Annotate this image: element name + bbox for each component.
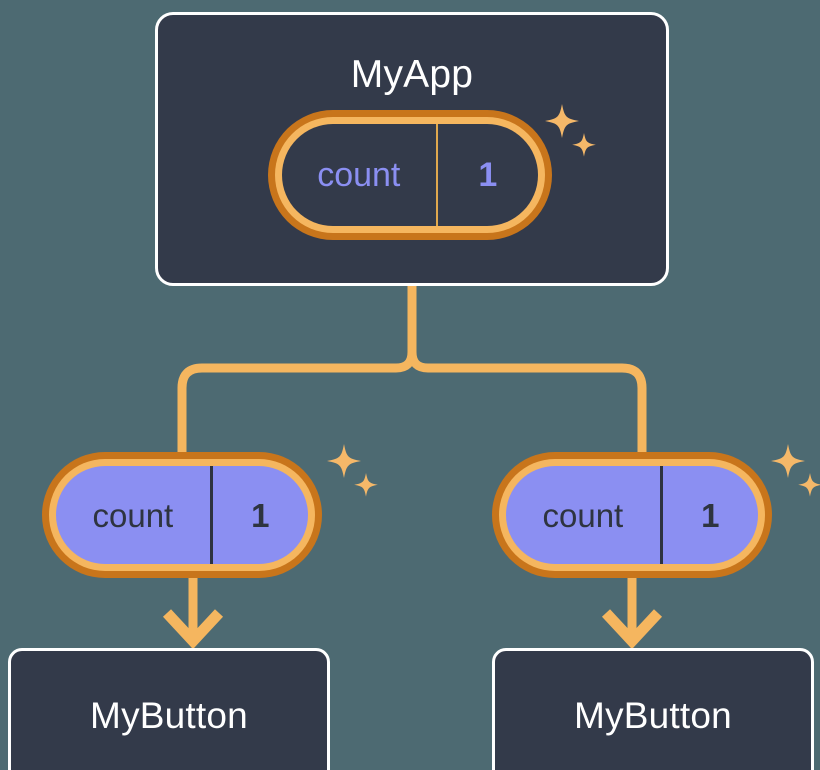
sparkle-group-left <box>327 444 378 497</box>
state-key-label: count <box>282 124 438 226</box>
component-label: MyButton <box>90 695 248 736</box>
state-pill-myapp[interactable]: count 1 <box>268 110 552 240</box>
arrow-down-icon-right <box>601 578 663 650</box>
connector-branch-left <box>177 351 417 452</box>
state-key-label: count <box>56 466 213 564</box>
sparkle-group-right <box>771 444 820 497</box>
component-card-mybutton-right[interactable]: MyButton <box>492 648 814 770</box>
state-pill-body: count 1 <box>56 466 308 564</box>
state-value-label: 1 <box>701 496 720 534</box>
four-point-star-icon <box>327 444 361 478</box>
state-pill-ring-inner: count 1 <box>499 459 765 571</box>
state-pill-right[interactable]: count 1 <box>492 452 772 578</box>
state-value-label: 1 <box>478 156 498 194</box>
state-pill-ring-inner: count 1 <box>275 117 545 233</box>
connector-branch-right <box>407 351 647 452</box>
state-pill-ring-inner: count 1 <box>49 459 315 571</box>
arrow-down-icon-left <box>162 578 224 650</box>
state-key-label: count <box>506 466 663 564</box>
page-title: MyApp <box>350 53 474 96</box>
four-point-star-small-icon <box>798 473 820 497</box>
component-card-mybutton-left[interactable]: MyButton <box>8 648 330 770</box>
state-pill-body: count 1 <box>282 124 538 226</box>
four-point-star-icon <box>771 444 805 478</box>
four-point-star-small-icon <box>354 473 378 497</box>
state-pill-body: count 1 <box>506 466 758 564</box>
component-label: MyButton <box>574 695 732 736</box>
state-value-label: 1 <box>251 496 270 534</box>
state-pill-left[interactable]: count 1 <box>42 452 322 578</box>
